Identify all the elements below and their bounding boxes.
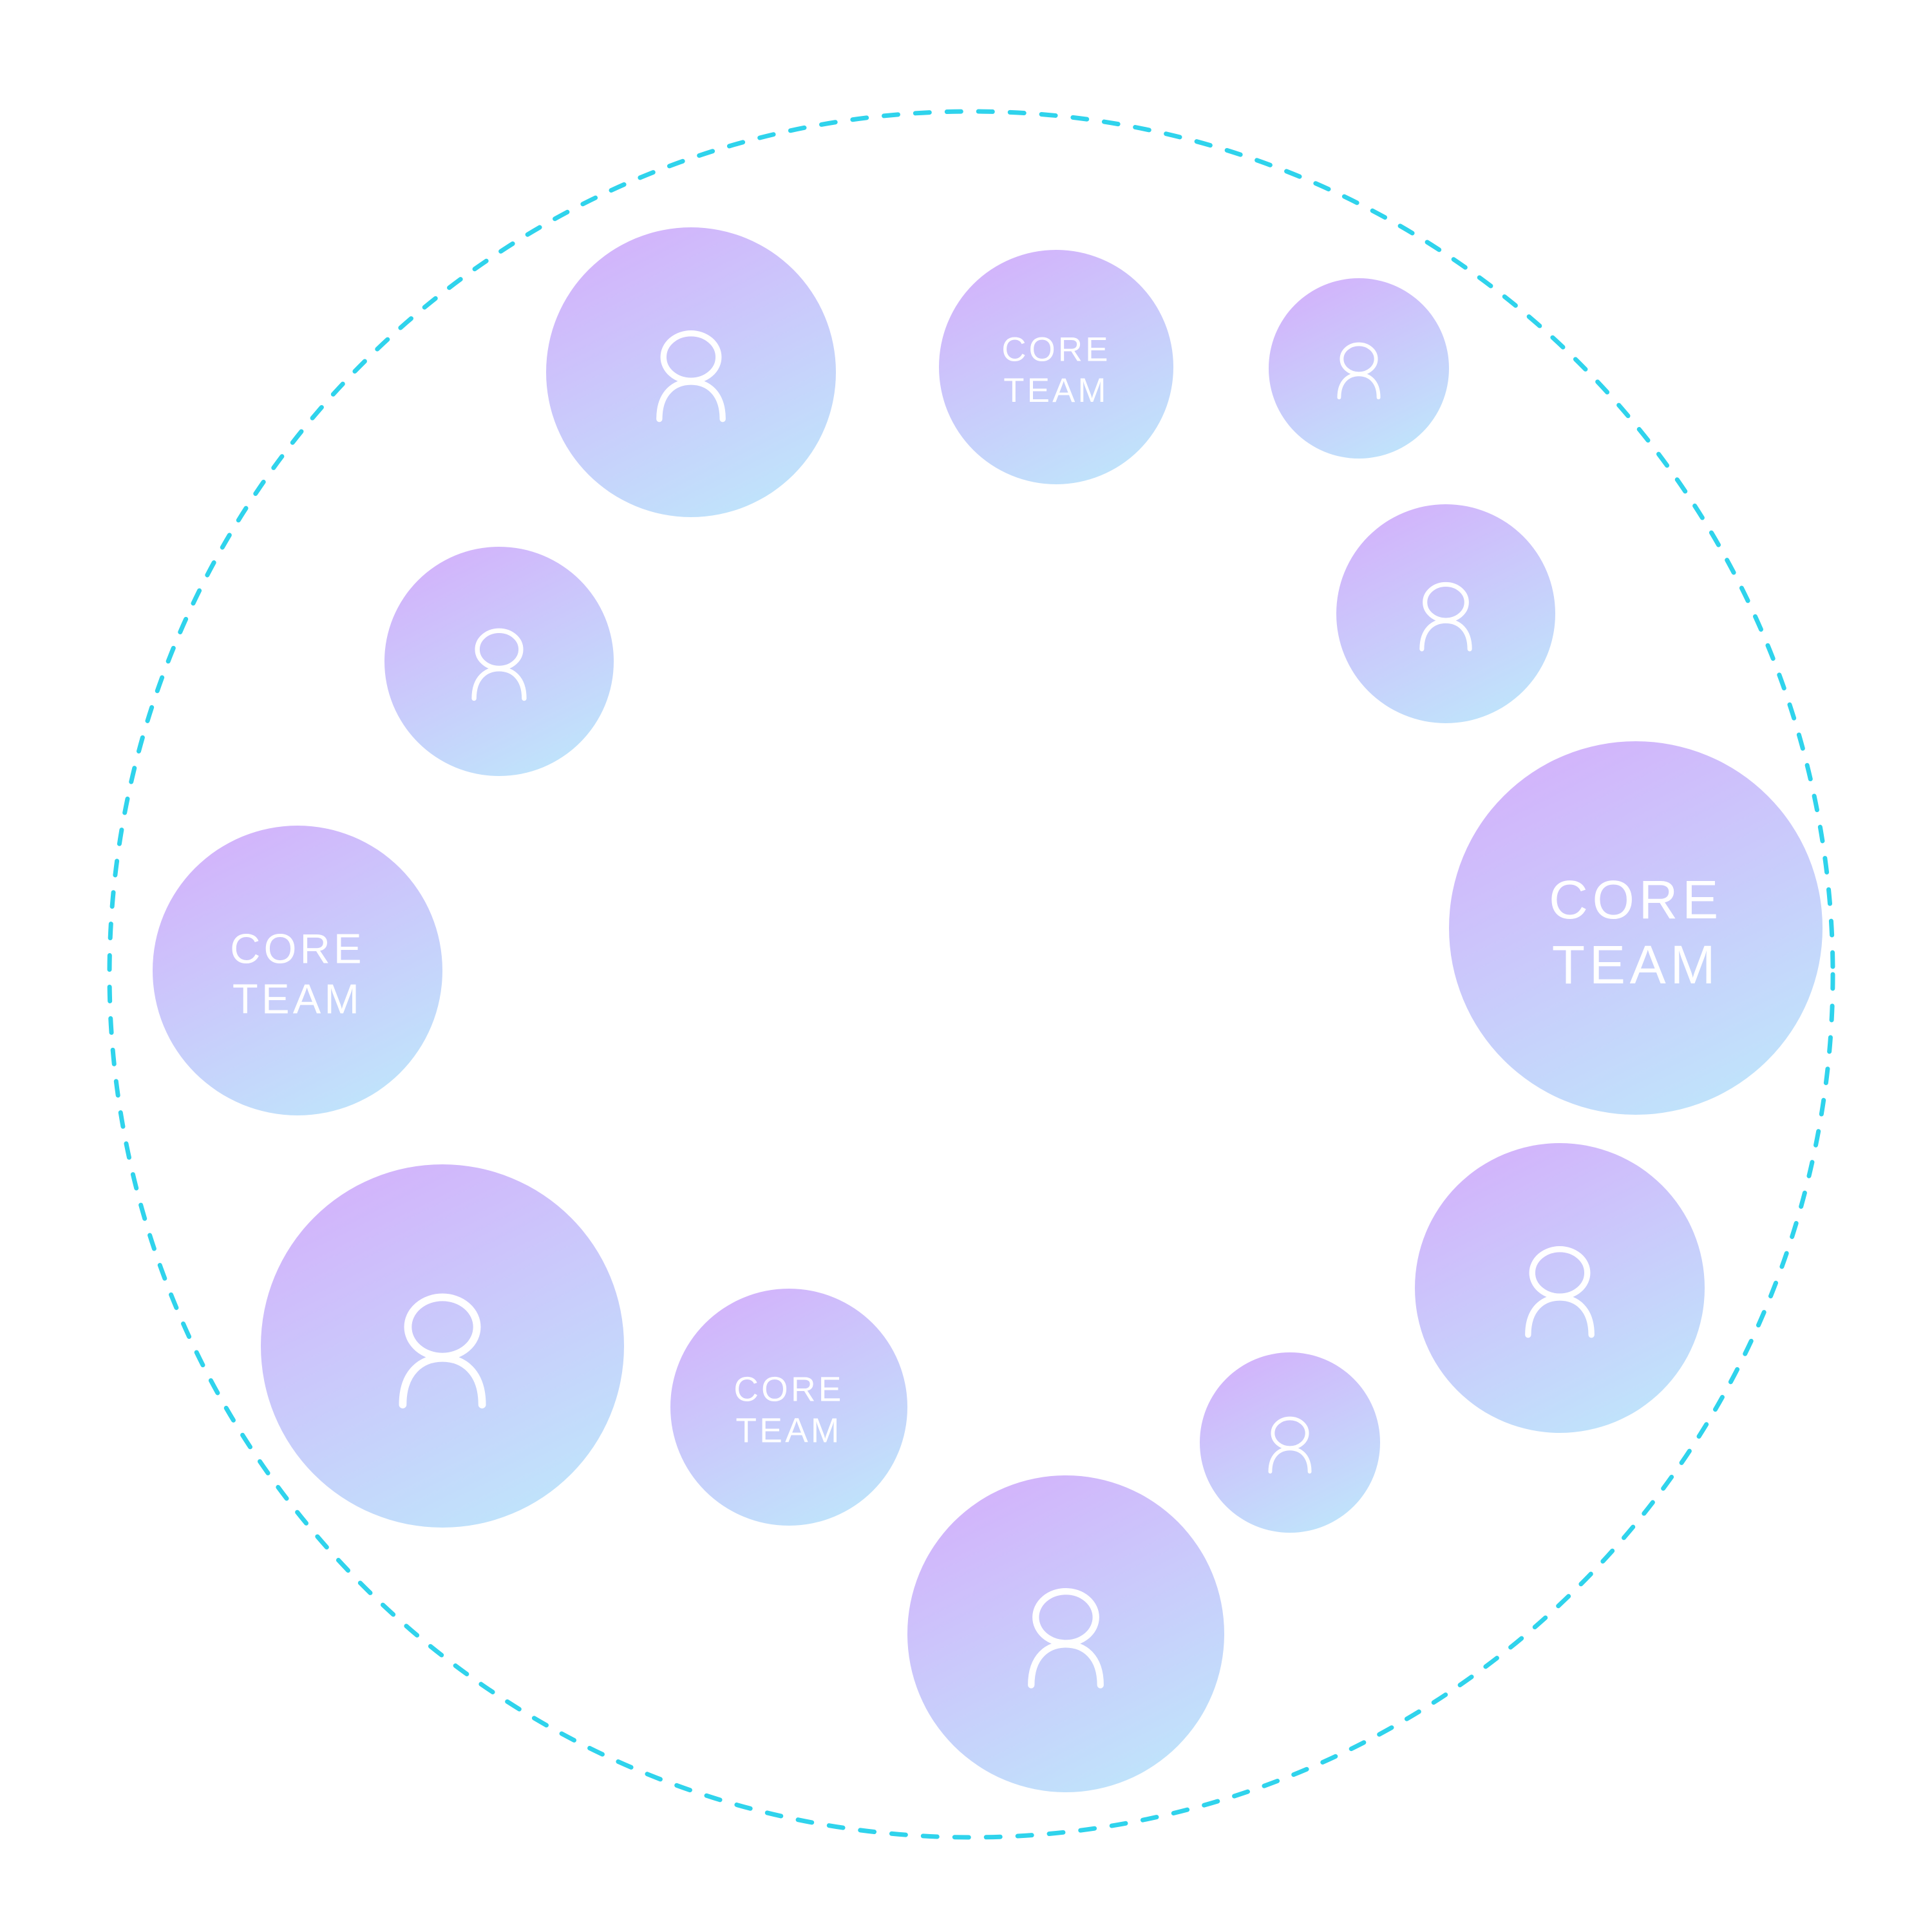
bubble-circle: [153, 826, 442, 1115]
member-bubble: [1415, 1143, 1705, 1433]
bubble-circle: [384, 547, 614, 776]
core-team-bubble: CORE TEAM: [939, 250, 1173, 484]
person-icon: [1419, 582, 1472, 652]
dashed-outer-ring: [107, 109, 1835, 1840]
core-label: CORE: [1001, 330, 1110, 368]
team-label: TEAM: [232, 976, 363, 1023]
core-team-bubble: CORE TEAM: [670, 1289, 907, 1526]
bubble-circle: [670, 1289, 907, 1526]
person-icon: [1028, 1587, 1104, 1689]
bubble-circle: [907, 1475, 1224, 1792]
member-bubble: [261, 1164, 624, 1528]
member-bubble: [907, 1475, 1224, 1792]
person-icon: [1337, 342, 1381, 400]
bubble-circle: [1415, 1143, 1705, 1433]
person-icon: [1525, 1246, 1595, 1338]
bubble-circle: [939, 250, 1173, 484]
team-label: TEAM: [1003, 372, 1108, 410]
team-label: TEAM: [1552, 934, 1720, 995]
core-label: CORE: [1549, 869, 1723, 930]
member-bubble: [1200, 1352, 1380, 1533]
bubble-circle: [546, 227, 836, 517]
bubble-circle: [261, 1164, 624, 1528]
person-icon: [399, 1293, 486, 1408]
core-label: CORE: [230, 925, 365, 972]
core-label: CORE: [734, 1370, 844, 1408]
member-bubble: [384, 547, 614, 776]
bubble-circle: [1200, 1352, 1380, 1533]
team-label: TEAM: [735, 1412, 842, 1450]
member-bubble: [1269, 278, 1449, 459]
member-bubble: [546, 227, 836, 517]
bubble-circle: [1269, 278, 1449, 459]
person-icon: [656, 330, 726, 422]
bubble-circle: [1336, 504, 1555, 723]
person-icon: [471, 628, 527, 701]
person-icon: [1268, 1416, 1312, 1474]
member-bubble: [1336, 504, 1555, 723]
bubble-circle: [1449, 741, 1823, 1115]
